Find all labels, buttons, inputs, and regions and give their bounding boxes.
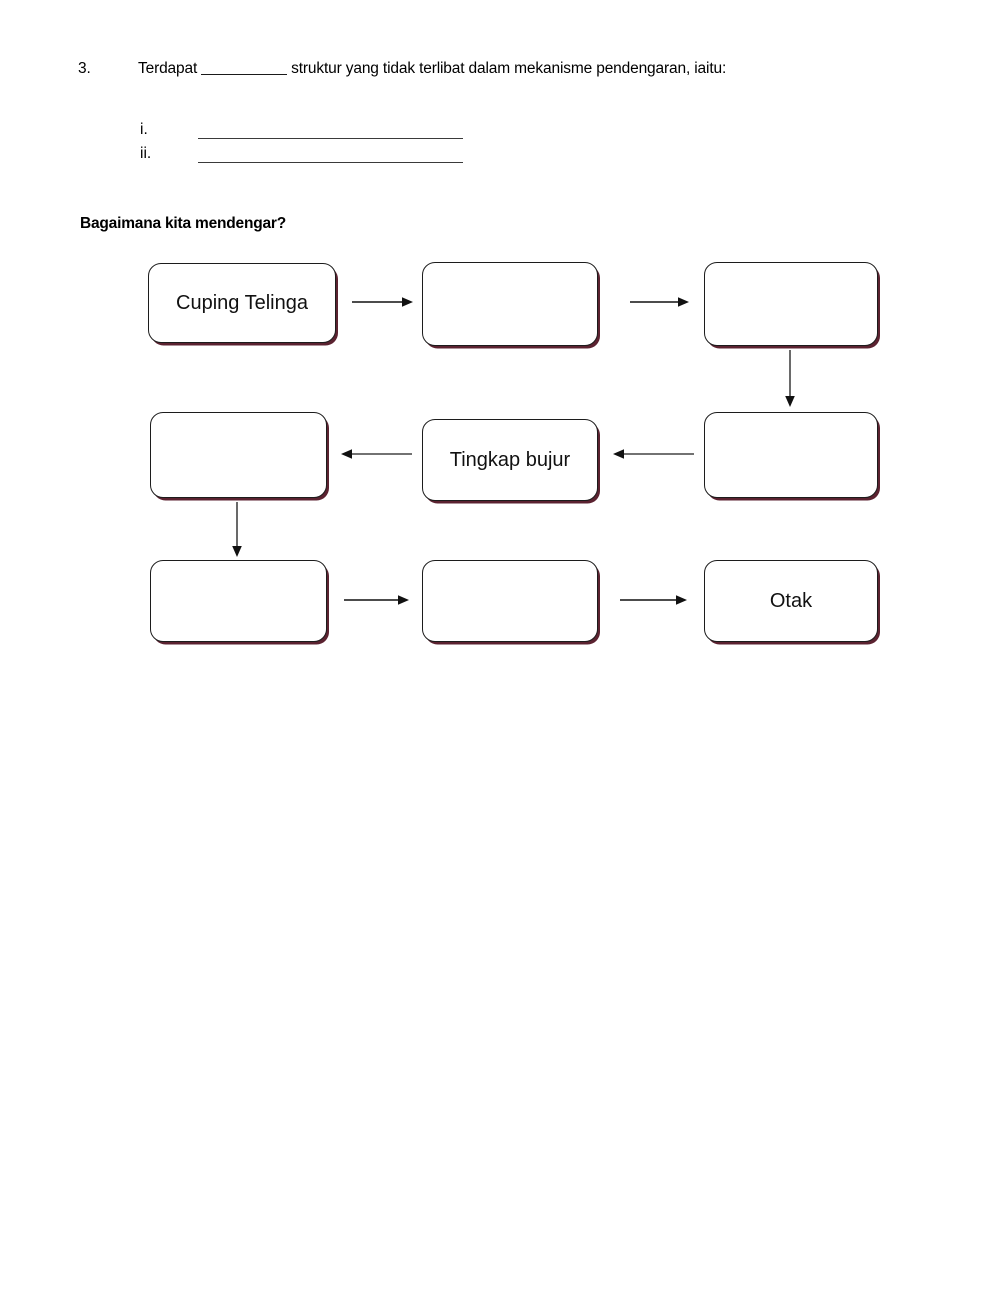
question-row: 3. Terdapat struktur yang tidak terlibat … bbox=[78, 60, 928, 78]
flow-arrow-r1c1-to-r1c2 bbox=[352, 296, 414, 308]
section-heading: Bagaimana kita mendengar? bbox=[80, 215, 287, 232]
answer-item-ii: ii. bbox=[140, 139, 560, 163]
answer-item-label: i. bbox=[140, 121, 148, 138]
question-text: Terdapat struktur yang tidak terlibat dal… bbox=[138, 60, 726, 78]
question-number: 3. bbox=[78, 60, 91, 77]
flow-node-r2c3[interactable] bbox=[704, 412, 878, 498]
question-text-before: Terdapat bbox=[138, 60, 198, 77]
question-blank-line[interactable] bbox=[201, 74, 288, 75]
flow-arrow-r1c3-to-r2c3 bbox=[784, 350, 796, 408]
flow-node-r3c3[interactable]: Otak bbox=[704, 560, 878, 642]
flow-node-r3c2[interactable] bbox=[422, 560, 598, 642]
flow-arrow-r1c2-to-r1c3 bbox=[630, 296, 690, 308]
flow-arrow-r2c1-to-r3c1 bbox=[231, 502, 243, 558]
answer-blank-line-ii[interactable] bbox=[198, 145, 463, 163]
answer-blank-line-i[interactable] bbox=[198, 121, 463, 139]
flow-node-r2c2[interactable]: Tingkap bujur bbox=[422, 419, 598, 501]
flow-node-r1c1[interactable]: Cuping Telinga bbox=[148, 263, 336, 343]
flow-arrow-r3c2-to-r3c3 bbox=[620, 594, 688, 606]
answer-items-list: i. ii. bbox=[140, 115, 560, 163]
flow-node-r3c1[interactable] bbox=[150, 560, 327, 642]
flow-node-r2c1[interactable] bbox=[150, 412, 327, 498]
flow-node-r1c3[interactable] bbox=[704, 262, 878, 346]
flow-arrow-r3c1-to-r3c2 bbox=[344, 594, 410, 606]
flow-arrow-r2c3-to-r2c2 bbox=[612, 448, 694, 460]
flow-arrow-r2c2-to-r2c1 bbox=[340, 448, 412, 460]
answer-item-i: i. bbox=[140, 115, 560, 139]
question-text-after: struktur yang tidak terlibat dalam mekan… bbox=[291, 60, 727, 77]
answer-item-label: ii. bbox=[140, 145, 152, 162]
flow-node-r1c2[interactable] bbox=[422, 262, 598, 346]
